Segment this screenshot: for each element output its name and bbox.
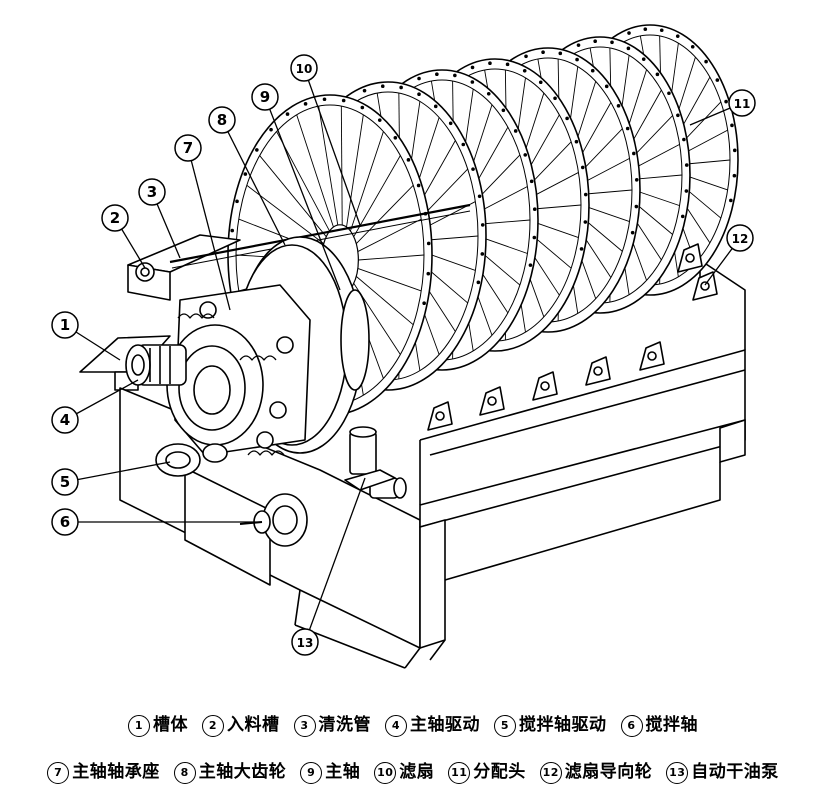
callout-9: 9 <box>251 83 341 291</box>
legend-number: 10 <box>374 762 397 784</box>
legend-number: 7 <box>47 762 70 784</box>
legend-label: 滤扇 <box>399 762 435 782</box>
legend-label: 入料槽 <box>227 715 280 735</box>
legend-label: 主轴轴承座 <box>72 762 160 782</box>
callout-2: 2 <box>101 204 146 269</box>
feed-trough <box>127 234 241 301</box>
guide-roller <box>639 341 665 371</box>
callout-number: 12 <box>732 232 749 246</box>
legend-label: 搅拌轴 <box>645 715 698 735</box>
callout-4: 4 <box>51 379 139 434</box>
legend-number: 2 <box>202 715 224 737</box>
legend-number: 6 <box>620 715 643 737</box>
legend-number: 5 <box>494 715 516 737</box>
callout-number: 13 <box>297 636 314 650</box>
main-shaft-drive <box>125 344 187 386</box>
callout-7: 7 <box>174 134 231 311</box>
guide-roller <box>479 386 505 416</box>
legend-label: 主轴 <box>325 762 361 782</box>
legend-number: 4 <box>385 715 407 737</box>
callout-10: 10 <box>290 54 361 226</box>
guide-roller <box>427 401 453 431</box>
guide-roller <box>532 371 558 401</box>
callout-3: 3 <box>138 178 181 259</box>
callout-5: 5 <box>51 461 171 496</box>
callout-8: 8 <box>208 106 286 246</box>
legend-label: 槽体 <box>153 715 188 735</box>
guide-roller <box>692 271 718 301</box>
legend-label: 主轴驱动 <box>410 715 480 735</box>
legend-label: 自动干油泵 <box>691 762 779 782</box>
callout-number: 3 <box>147 183 157 201</box>
callout-number: 6 <box>60 513 70 531</box>
callout-number: 8 <box>217 111 227 129</box>
legend-number: 3 <box>293 715 316 737</box>
legend-label: 滤扇导向轮 <box>564 762 653 782</box>
callout-number: 5 <box>60 473 70 491</box>
callout-number: 7 <box>183 139 193 157</box>
legend-label: 搅拌轴驱动 <box>519 715 607 735</box>
callout-number: 1 <box>60 316 70 334</box>
callout-number: 4 <box>60 411 70 429</box>
callout-12: 12 <box>704 224 754 286</box>
guide-roller <box>585 356 611 386</box>
legend-number: 11 <box>448 762 471 784</box>
legend-label: 清洗管 <box>318 715 371 735</box>
callout-number: 11 <box>734 97 751 111</box>
legend-number: 12 <box>539 762 562 784</box>
guide-roller <box>677 243 703 273</box>
callout-number: 10 <box>296 62 313 76</box>
legend-label: 分配头 <box>473 762 526 782</box>
agitator-shaft <box>239 493 308 547</box>
legend-label: 主轴大齿轮 <box>198 762 287 782</box>
legend-number: 8 <box>173 762 196 784</box>
agitator-drive <box>155 443 228 477</box>
callout-13: 13 <box>291 477 366 656</box>
callout-1: 1 <box>51 311 121 361</box>
callout-6: 6 <box>51 508 262 536</box>
guide-rollers <box>427 243 718 431</box>
bearing-housing <box>166 284 311 456</box>
callout-number: 9 <box>260 88 270 106</box>
filter-discs <box>227 24 739 416</box>
callout-11: 11 <box>689 89 756 126</box>
legend-number: 9 <box>300 762 323 784</box>
grease-pump <box>344 426 407 499</box>
legend-number: 13 <box>666 762 689 784</box>
legend-number: 1 <box>128 715 150 737</box>
callout-number: 2 <box>110 209 120 227</box>
